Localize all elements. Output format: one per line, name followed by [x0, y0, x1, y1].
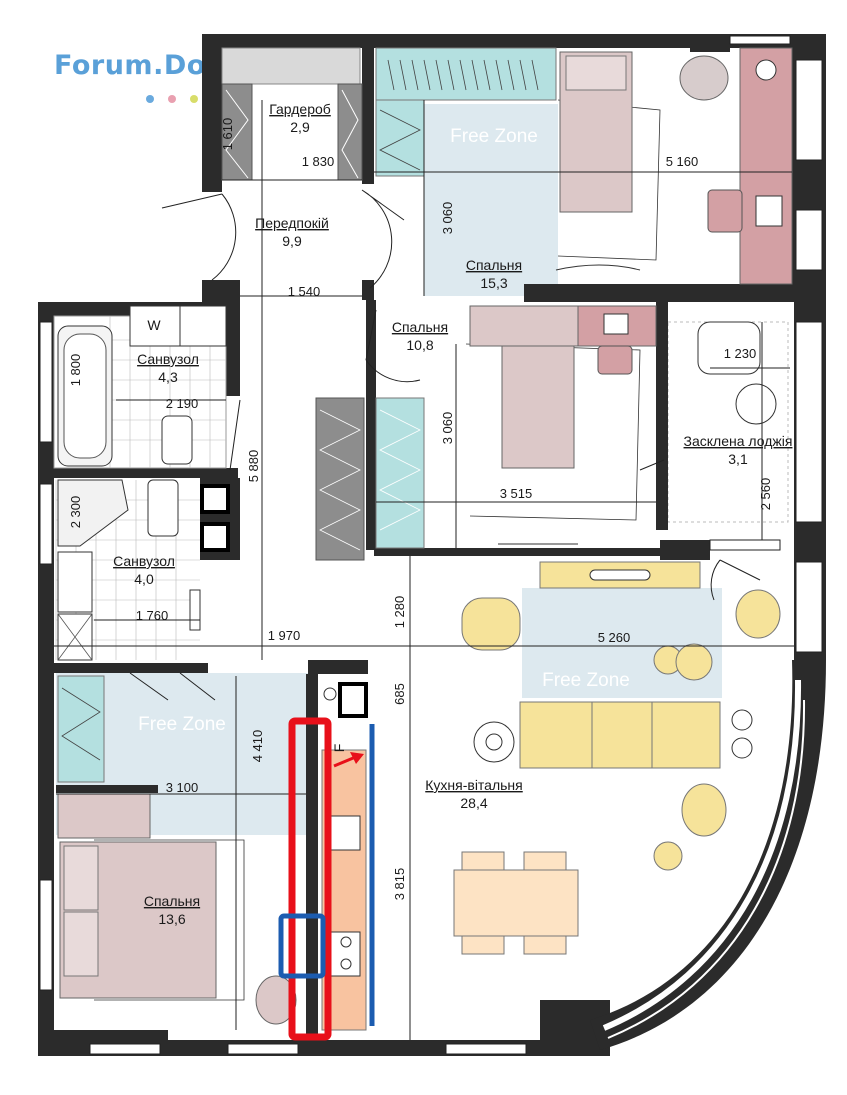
dim-2190: 2 190	[166, 396, 199, 411]
bath1-area: 4,3	[158, 369, 178, 385]
washer-label: W	[147, 317, 161, 333]
dim-1970: 1 970	[268, 628, 301, 643]
watermark-dot-2	[168, 95, 176, 103]
watermark-dot-1	[146, 95, 154, 103]
dimension-lines	[54, 100, 794, 1040]
dim-2560: 2 560	[758, 478, 773, 511]
dim-3060-b: 3 060	[440, 412, 455, 445]
bath1-furniture	[53, 305, 227, 469]
free-zone-bedroom1	[424, 104, 558, 296]
dim-2300: 2 300	[68, 496, 83, 529]
dim-1610: 1 610	[220, 118, 235, 151]
bath2-name: Санвузол	[113, 553, 175, 569]
dim-1830: 1 830	[302, 154, 335, 169]
bedroom1-name: Спальня	[466, 257, 522, 273]
dim-3815: 3 815	[392, 868, 407, 901]
bedroom3-name: Спальня	[144, 893, 200, 909]
dim-3060-a: 3 060	[440, 202, 455, 235]
wardrobe-name: Гардероб	[269, 101, 331, 117]
bedroom2-furniture	[315, 305, 657, 561]
free-zone-label-2: Free Zone	[138, 714, 226, 735]
hall-area: 9,9	[282, 233, 302, 249]
dim-3100: 3 100	[166, 780, 199, 795]
loggia-name: Засклена лоджія	[684, 433, 793, 449]
free-zone-label-1: Free Zone	[450, 126, 538, 147]
dim-685: 685	[392, 683, 407, 705]
hall-name: Передпокій	[255, 215, 329, 231]
dim-5160: 5 160	[666, 154, 699, 169]
dim-1230: 1 230	[724, 346, 757, 361]
dim-3515: 3 515	[500, 486, 533, 501]
highlight-blue-box	[278, 913, 326, 979]
wardrobe-furniture	[221, 47, 363, 181]
watermark-dot-3	[190, 95, 198, 103]
dim-1760: 1 760	[136, 608, 169, 623]
dim-5260: 5 260	[598, 630, 631, 645]
dim-1540: 1 540	[288, 284, 321, 299]
dim-1800: 1 800	[68, 354, 83, 387]
bath1-name: Санвузол	[137, 351, 199, 367]
bath2-area: 4,0	[134, 571, 154, 587]
dim-5880: 5 880	[246, 450, 261, 483]
bedroom3-area: 13,6	[158, 911, 185, 927]
bedroom3-furniture	[57, 675, 297, 1025]
doors	[129, 189, 761, 701]
loggia-area: 3,1	[728, 451, 748, 467]
bath2-furniture	[55, 479, 230, 661]
highlight-red-arrowhead	[350, 752, 364, 764]
wardrobe-area: 2,9	[290, 119, 310, 135]
kitchen-furniture	[321, 561, 781, 1031]
dim-4410: 4 410	[250, 730, 265, 763]
bedroom2-name: Спальня	[392, 319, 448, 335]
highlight-red-box	[288, 717, 332, 1041]
fridge-label: F	[331, 744, 347, 753]
bedroom1-area: 15,3	[480, 275, 507, 291]
free-zone-label-3: Free Zone	[542, 670, 630, 691]
dim-1280: 1 280	[392, 596, 407, 629]
bedroom1-furniture	[375, 47, 793, 285]
kitchen-area: 28,4	[460, 795, 487, 811]
kitchen-name: Кухня-вітальня	[425, 777, 523, 793]
bedroom2-area: 10,8	[406, 337, 433, 353]
windows	[39, 35, 823, 1055]
loggia-furniture	[697, 321, 777, 425]
